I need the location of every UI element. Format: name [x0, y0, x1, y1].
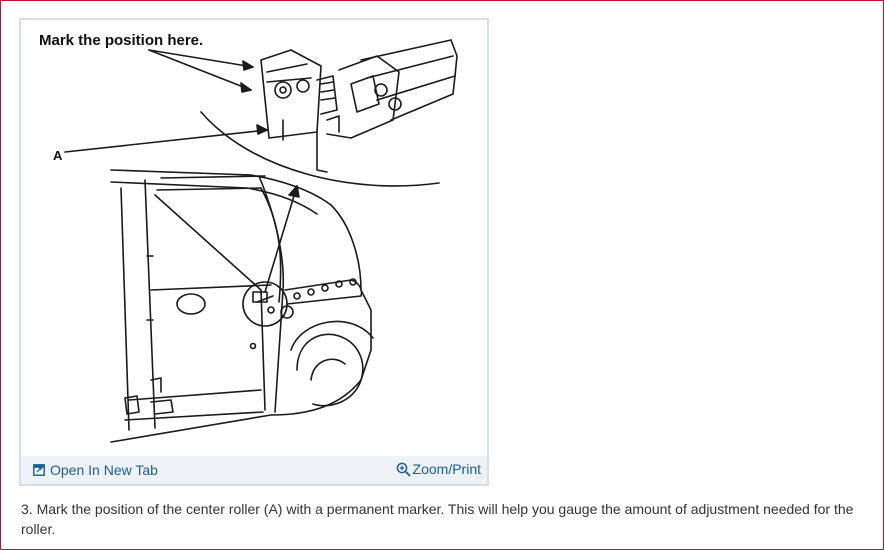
- open-in-new-tab-link[interactable]: Open In New Tab: [33, 462, 158, 478]
- van-door-roller-diagram: [64, 39, 458, 443]
- open-in-new-tab-label: Open In New Tab: [50, 462, 158, 478]
- open-new-tab-icon: [33, 464, 45, 476]
- magnifier-plus-icon: [396, 462, 410, 476]
- zoom-print-link[interactable]: Zoom/Print: [396, 461, 481, 477]
- callout-mark-position-label: Mark the position here.: [39, 32, 204, 49]
- zoom-print-label: Zoom/Print: [412, 461, 481, 477]
- figure-container: Mark the position here. A Open In New Ta…: [19, 18, 489, 486]
- step-instruction-text: 3. Mark the position of the center rolle…: [21, 501, 854, 537]
- figure-toolbar: Open In New Tab Zoom/Print: [21, 456, 487, 484]
- callout-a-label: A: [53, 148, 63, 163]
